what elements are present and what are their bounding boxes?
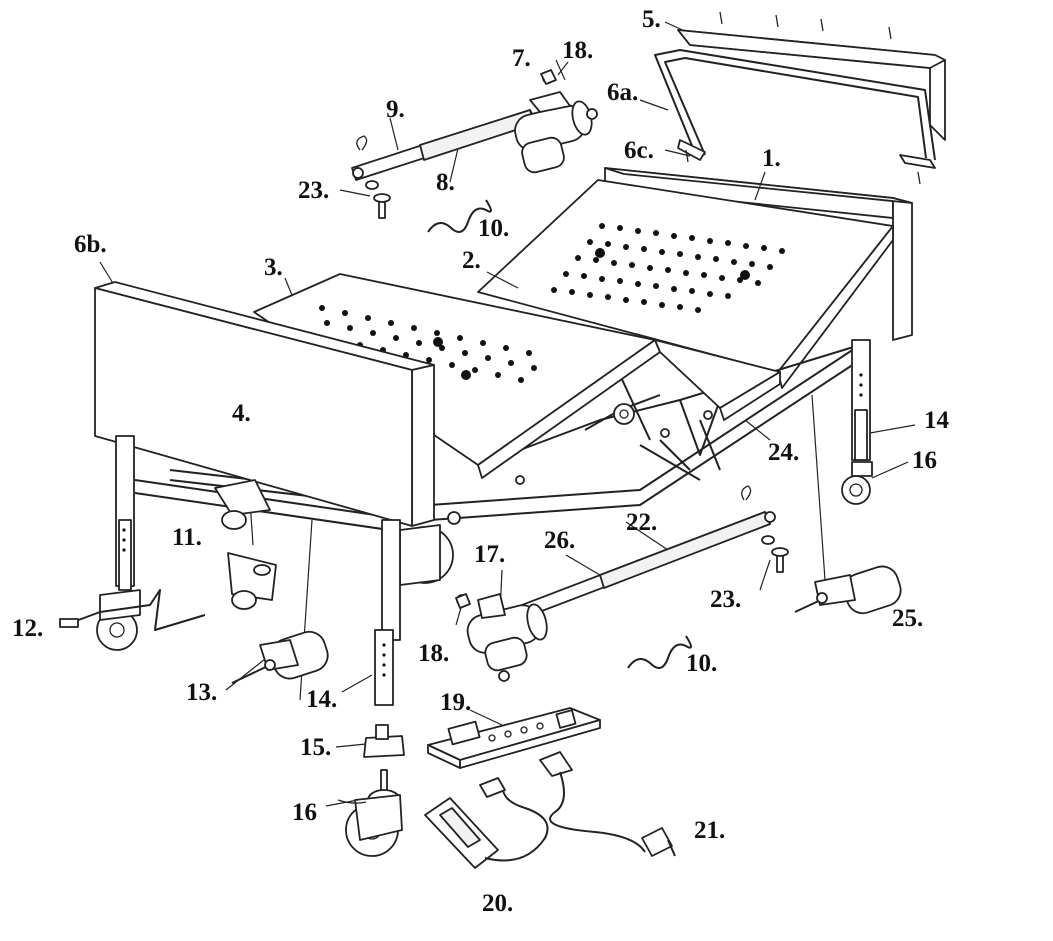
headboard-cap-panel — [677, 11, 946, 185]
label-7: 7. — [512, 45, 531, 72]
label-2: 2. — [462, 247, 481, 274]
foot-deck-holes — [319, 305, 537, 383]
label-15: 15. — [300, 734, 331, 761]
hardware-nuts — [455, 69, 557, 609]
label-25: 25. — [892, 605, 923, 632]
headboard-bracket — [654, 49, 936, 169]
label-8: 8. — [436, 169, 455, 196]
label-24: 24. — [768, 439, 799, 466]
label-14-left: 14. — [306, 686, 337, 713]
label-20: 20. — [482, 890, 513, 917]
foot-actuator — [456, 485, 789, 682]
label-18-bottom: 18. — [418, 640, 449, 667]
bed-frame — [134, 339, 873, 586]
label-9: 9. — [386, 96, 405, 123]
label-6b: 6b. — [74, 231, 107, 258]
motor-bracket-rollers — [214, 479, 277, 610]
label-6c: 6c. — [624, 137, 654, 164]
brake-caster-assembly — [59, 589, 206, 651]
label-10-top: 10. — [478, 215, 509, 242]
hand-pendant — [424, 777, 549, 869]
label-16-bottom: 16 — [292, 799, 317, 826]
foot-deck — [253, 273, 781, 479]
control-box — [427, 707, 601, 769]
head-deck — [477, 179, 894, 389]
power-cord — [539, 751, 676, 857]
footboard-panel — [94, 281, 435, 706]
label-1: 1. — [762, 145, 781, 172]
label-18-top: 18. — [562, 37, 593, 64]
label-11: 11. — [172, 524, 202, 551]
label-13: 13. — [186, 679, 217, 706]
label-16-right: 16 — [912, 447, 937, 474]
label-19: 19. — [440, 689, 471, 716]
label-26: 26. — [544, 527, 575, 554]
foot-motor — [231, 630, 329, 684]
bottom-caster — [337, 769, 403, 857]
label-3: 3. — [264, 254, 283, 281]
leg-socket — [363, 724, 405, 758]
part-labels: 1. 2. 3. 4. 5. 6a. 6b. 6c. 7. 8. 9. 10. … — [12, 6, 950, 917]
headboard-panel — [604, 167, 913, 341]
label-23-top: 23. — [298, 177, 329, 204]
head-motor — [794, 565, 902, 615]
label-12: 12. — [12, 615, 43, 642]
label-22: 22. — [626, 509, 657, 536]
label-5: 5. — [642, 6, 661, 33]
label-4: 4. — [232, 400, 251, 427]
label-23-bottom: 23. — [710, 586, 741, 613]
head-actuator — [351, 72, 598, 233]
label-10-bottom: 10. — [686, 650, 717, 677]
head-deck-holes — [551, 223, 785, 313]
label-14-right: 14 — [924, 407, 950, 434]
label-17: 17. — [474, 541, 505, 568]
label-21: 21. — [694, 817, 725, 844]
label-6a: 6a. — [607, 79, 638, 106]
